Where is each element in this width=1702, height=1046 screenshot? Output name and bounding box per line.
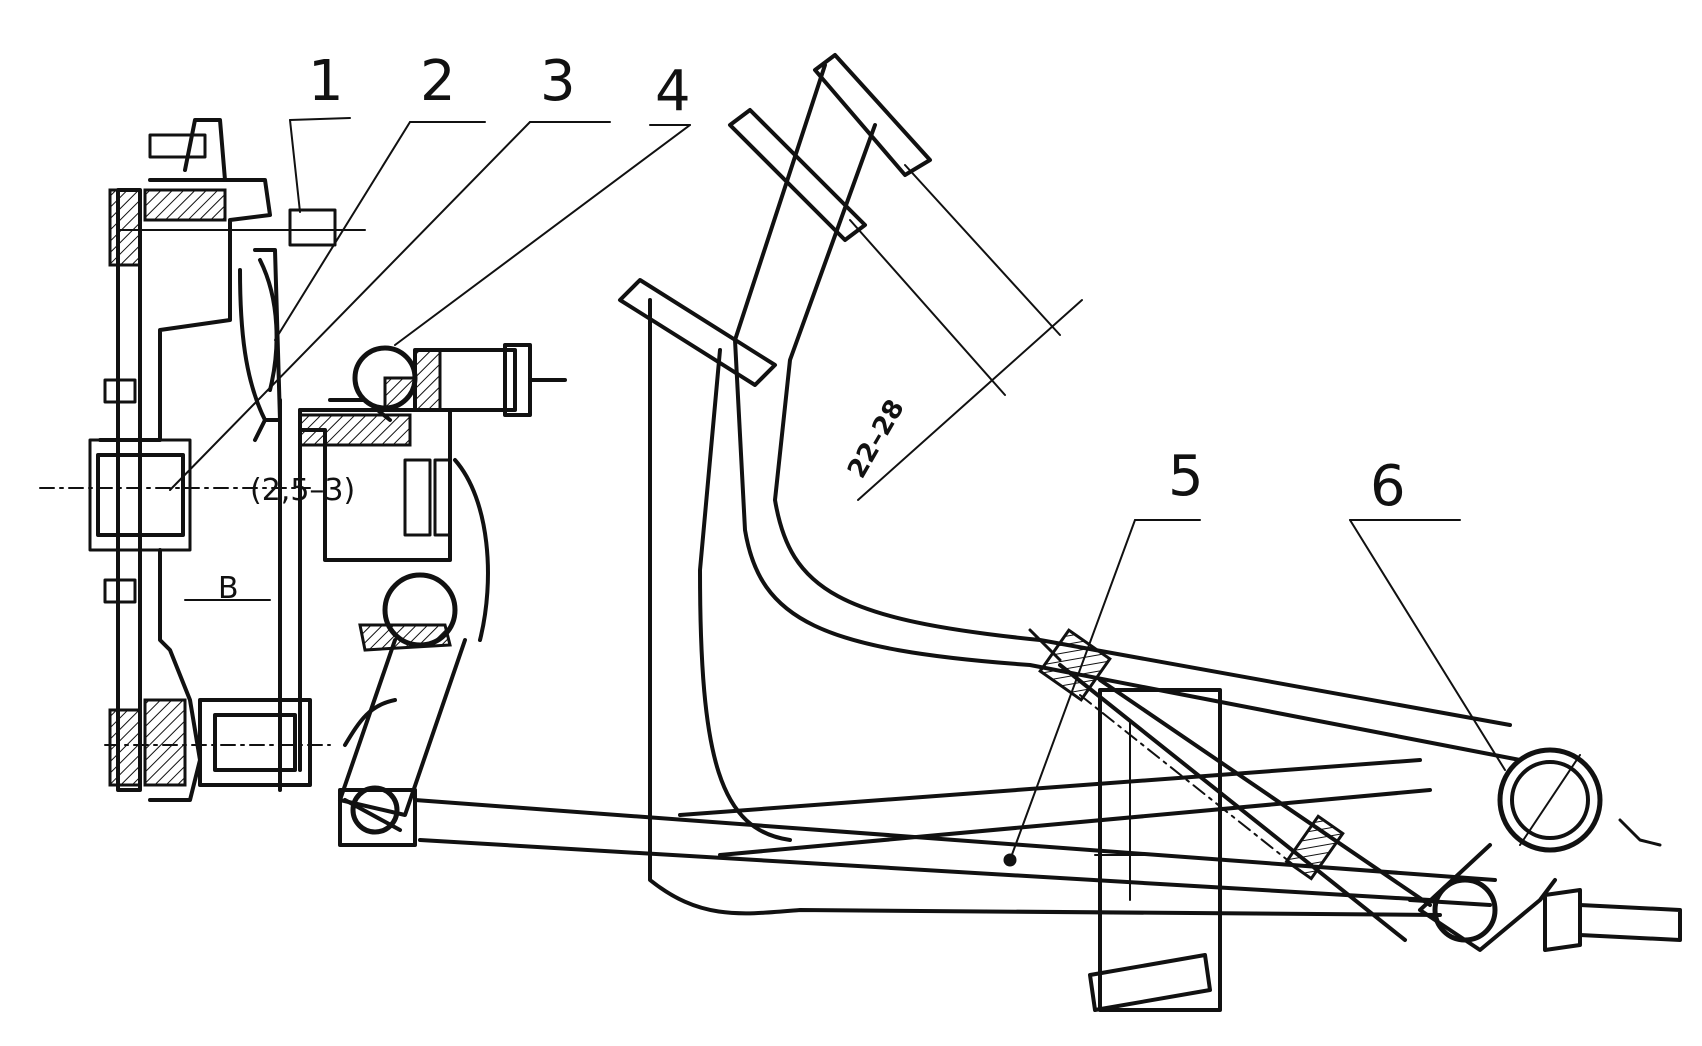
- leader-lines: [169, 117, 1506, 861]
- pedal-arms: 22–28: [618, 53, 1522, 917]
- clutch-assembly: B (2,5–3): [39, 118, 567, 847]
- callout-5: 5: [1168, 444, 1204, 509]
- callout-2: 2: [420, 49, 456, 114]
- callout-labels: 1 2 3 4 5 6: [308, 49, 1406, 519]
- pivot-shaft: [1418, 747, 1682, 952]
- callout-4: 4: [655, 59, 691, 124]
- callout-6: 6: [1370, 454, 1406, 519]
- callout-3: 3: [540, 49, 576, 114]
- callout-1: 1: [308, 49, 344, 114]
- dimension-b: B: [218, 571, 239, 606]
- dimension-travel: 22–28: [842, 395, 911, 484]
- dimension-gap: (2,5–3): [250, 473, 355, 508]
